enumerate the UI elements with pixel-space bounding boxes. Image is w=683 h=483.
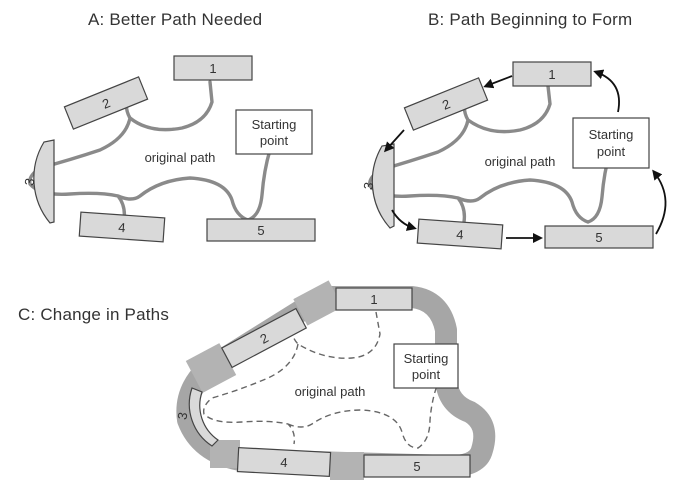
panel-a-box-2: 2 bbox=[63, 76, 149, 130]
panel-a-starting-point: Starting point bbox=[235, 109, 313, 155]
panel-c-title: C: Change in Paths bbox=[18, 305, 169, 324]
panel-b-box-3: 3 bbox=[360, 143, 395, 229]
panel-c-patch-bottom-mid bbox=[330, 452, 364, 480]
panel-c-box-4-label: 4 bbox=[280, 455, 288, 470]
panel-c: C: Change in Paths 1 2 3 4 bbox=[18, 280, 496, 480]
panel-b-box-1-label: 1 bbox=[548, 67, 555, 82]
panel-a-box-4: 4 bbox=[78, 211, 166, 243]
panel-c-box-2: 2 bbox=[220, 307, 308, 369]
panel-b-arrow-5-to-start bbox=[652, 169, 667, 235]
panel-c-patch-top bbox=[293, 280, 343, 326]
panel-a-start-line2: point bbox=[260, 133, 289, 148]
panel-c-box-4: 4 bbox=[236, 446, 332, 478]
panel-b-arrow-start-to-1 bbox=[593, 69, 620, 113]
panel-b: B: Path Beginning to Form 1 2 3 4 5 Star… bbox=[360, 10, 667, 250]
panel-b-box-4: 4 bbox=[416, 218, 504, 250]
panel-a-box-1: 1 bbox=[173, 55, 253, 81]
panel-c-original-path-dashed bbox=[202, 311, 441, 449]
panel-c-box-3-label: 3 bbox=[174, 411, 190, 421]
panel-a: A: Better Path Needed 1 2 3 4 5 bbox=[21, 10, 316, 243]
panel-b-box-5: 5 bbox=[544, 225, 654, 249]
panel-c-path-label: original path bbox=[295, 384, 366, 399]
panel-c-box-5: 5 bbox=[363, 454, 471, 478]
panel-b-box-5-label: 5 bbox=[595, 230, 602, 245]
panel-b-box-1: 1 bbox=[512, 61, 592, 87]
panel-b-title: B: Path Beginning to Form bbox=[428, 10, 632, 29]
panel-b-box-4-label: 4 bbox=[456, 227, 464, 242]
panel-c-patch-bottom-left bbox=[210, 440, 240, 468]
panel-c-box-3: 3 bbox=[174, 387, 219, 447]
panel-a-box-3: 3 bbox=[21, 139, 55, 224]
panel-c-starting-point: Starting point bbox=[393, 343, 459, 389]
panel-a-title: A: Better Path Needed bbox=[88, 10, 262, 29]
panel-c-start-line1: Starting bbox=[404, 351, 449, 366]
panel-b-arrow-3-to-4 bbox=[391, 209, 417, 231]
panel-c-start-line2: point bbox=[412, 367, 441, 382]
panel-b-arrow-2-to-3 bbox=[383, 129, 405, 153]
panel-b-arrow-1-to-2 bbox=[483, 75, 513, 89]
panel-b-start-line2: point bbox=[597, 144, 626, 159]
panel-a-box-5: 5 bbox=[206, 218, 316, 242]
panel-b-start-line1: Starting bbox=[589, 127, 634, 142]
panel-c-new-path-band bbox=[176, 286, 496, 477]
panel-a-box-3-label: 3 bbox=[21, 177, 37, 187]
panel-b-box-2: 2 bbox=[403, 77, 489, 131]
panel-a-box-4-label: 4 bbox=[118, 220, 126, 235]
panel-a-start-line1: Starting bbox=[252, 117, 297, 132]
panel-c-patch-left bbox=[185, 343, 237, 393]
panel-a-box-5-label: 5 bbox=[257, 223, 264, 238]
panel-c-box-1-label: 1 bbox=[370, 292, 377, 307]
panel-c-box-5-label: 5 bbox=[413, 459, 420, 474]
panel-b-path-label: original path bbox=[485, 154, 556, 169]
panel-a-box-1-label: 1 bbox=[209, 61, 216, 76]
panel-b-box-3-label: 3 bbox=[360, 181, 376, 191]
panel-c-box-1: 1 bbox=[335, 287, 413, 311]
panel-b-starting-point: Starting point bbox=[572, 117, 650, 169]
panel-a-path-label: original path bbox=[145, 150, 216, 165]
